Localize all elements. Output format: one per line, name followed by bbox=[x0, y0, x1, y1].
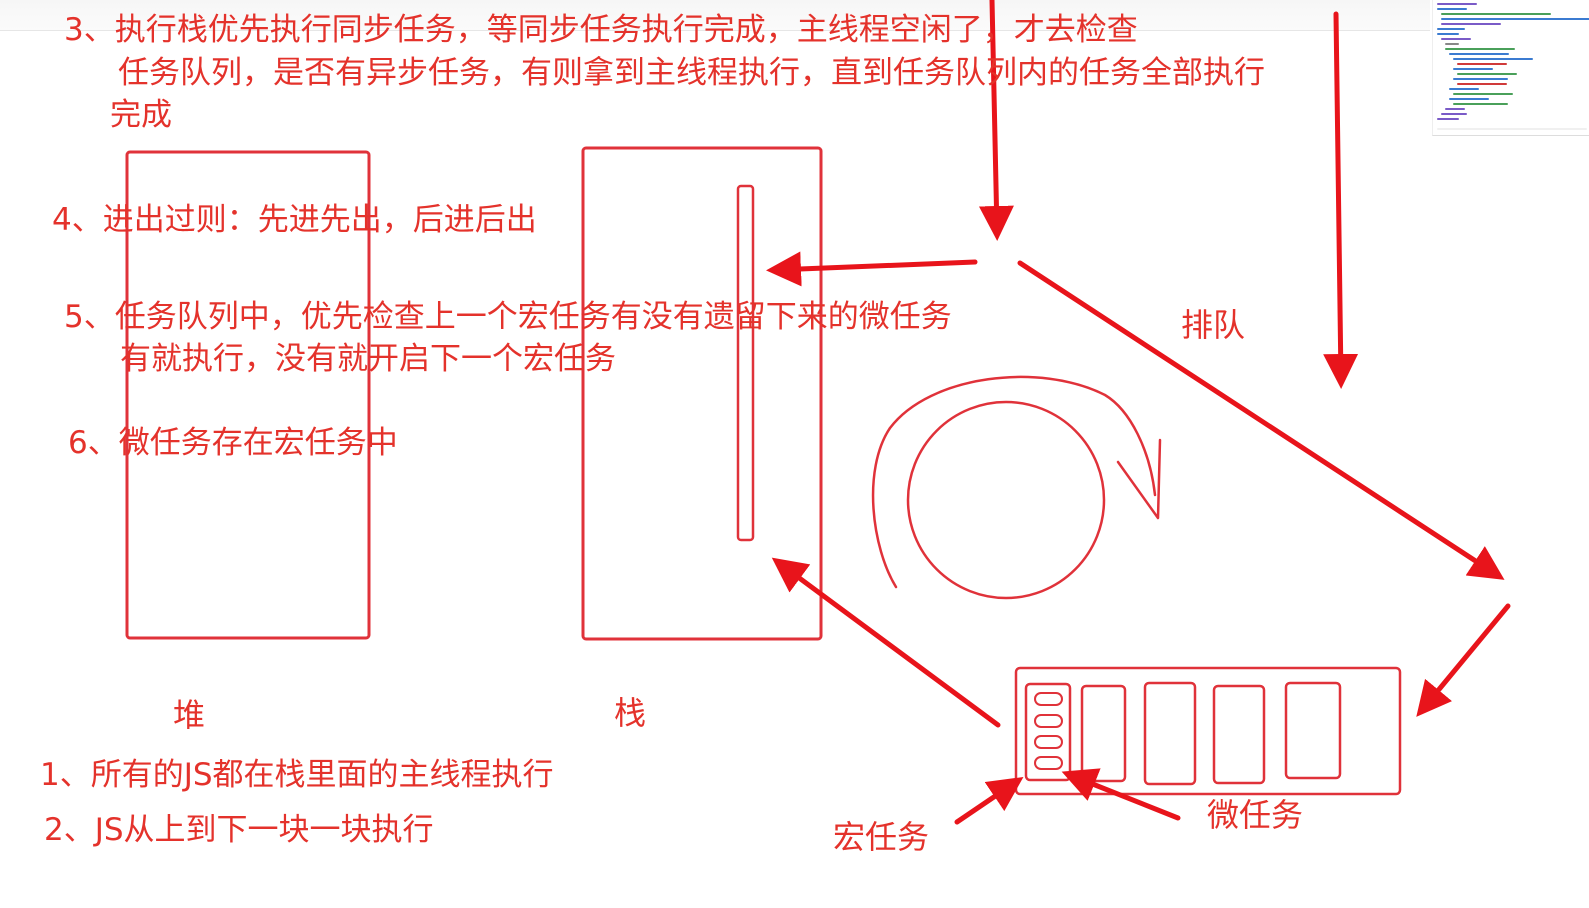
code-thumbnail bbox=[1432, 0, 1589, 136]
main-thread-bar bbox=[736, 184, 755, 542]
arrow-macrotask-pointer bbox=[954, 776, 1024, 825]
window-top-bar bbox=[0, 0, 1430, 31]
microtask-slot bbox=[1034, 714, 1063, 728]
note-1: 1、所有的JS都在栈里面的主线程执行 bbox=[40, 757, 554, 793]
arrow-down-left bbox=[978, 0, 1014, 241]
stack-box bbox=[581, 146, 823, 641]
heap-label: 堆 bbox=[173, 696, 206, 734]
stack-label: 栈 bbox=[614, 694, 647, 732]
queue-task-block bbox=[1080, 684, 1127, 783]
note-3-line-3: 完成 bbox=[110, 97, 172, 133]
event-loop-circle bbox=[906, 400, 1106, 600]
note-5-line-2: 有就执行，没有就开启下一个宏任务 bbox=[120, 341, 616, 377]
note-3-line-2: 任务队列，是否有异步任务，有则拿到主线程执行，直到任务队列内的任务全部执行 bbox=[118, 55, 1265, 91]
macrotask-label: 宏任务 bbox=[833, 818, 930, 856]
arrow-into-queue bbox=[1416, 603, 1511, 717]
heap-box bbox=[125, 150, 371, 640]
note-6: 6、微任务存在宏任务中 bbox=[68, 425, 398, 461]
microtask-label: 微任务 bbox=[1207, 796, 1304, 834]
note-2: 2、JS从上到下一块一块执行 bbox=[44, 812, 434, 848]
microtask-slot bbox=[1034, 692, 1063, 706]
arrow-to-queue-side bbox=[1017, 260, 1505, 580]
microtask-slot bbox=[1034, 735, 1063, 749]
queue-task-block bbox=[1284, 681, 1342, 780]
note-3-line-1: 3、执行栈优先执行同步任务，等同步任务执行完成，主线程空闲了，才去检查 bbox=[64, 12, 1138, 48]
arrow-to-stack bbox=[766, 251, 978, 287]
queue-task-block bbox=[1212, 684, 1266, 785]
queue-label: 排队 bbox=[1181, 306, 1246, 344]
arrow-queue-to-stack bbox=[771, 557, 1001, 728]
arrow-microtask-pointer bbox=[1061, 768, 1181, 821]
task-queue-box bbox=[1014, 666, 1402, 796]
event-loop-rotation-arrow bbox=[871, 375, 1162, 589]
arrow-down-right bbox=[1323, 11, 1359, 389]
note-4: 4、进出过则：先进先出，后进后出 bbox=[52, 202, 537, 238]
queue-task-block bbox=[1143, 681, 1197, 786]
note-5-line-1: 5、任务队列中，优先检查上一个宏任务有没有遗留下来的微任务 bbox=[64, 299, 952, 335]
macrotask-block bbox=[1024, 682, 1072, 782]
microtask-slot bbox=[1034, 756, 1063, 770]
